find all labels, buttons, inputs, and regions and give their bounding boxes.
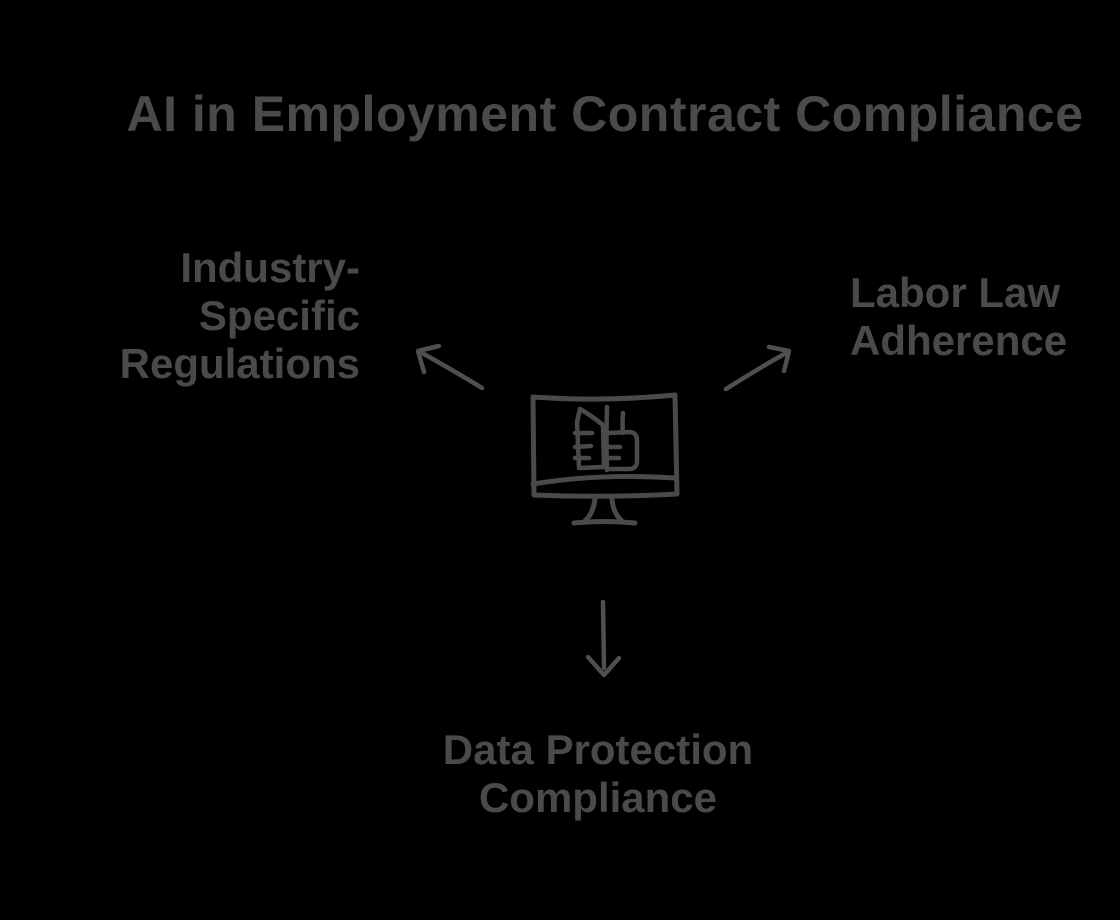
arrow-shaft [600,599,607,671]
monitor-frame [530,392,680,499]
contract-document-icon [572,404,640,473]
arrow-to-labor-law-adherence-icon [723,344,792,392]
node-label-line: Industry- [180,244,360,291]
arrow-shaft [723,350,789,392]
arrow-head [766,344,792,374]
monitor-stand-left [582,496,598,524]
arrow-head [585,654,622,678]
node-label-line: Data Protection [442,726,754,773]
arrow-to-data-protection-compliance-icon [585,599,622,678]
arrow-shaft [419,350,485,391]
arrow-head [415,343,442,375]
node-label-line: Specific [198,292,360,339]
document-spine [604,404,610,473]
node-label-line: Regulations [119,340,360,387]
document-left-page [574,406,607,471]
node-label-line: Labor Law [850,269,1061,316]
connector-arrows [415,343,792,678]
node-label-industry-specific-regulations: Industry- Specific Regulations [120,244,360,388]
node-label-data-protection-compliance: Data Protection Compliance [298,726,898,822]
document-tab [620,410,626,436]
diagram-title: AI in Employment Contract Compliance [126,86,1084,142]
document-right-page [605,429,640,472]
node-label-line: Adherence [850,317,1068,364]
monitor-screen-divider [530,473,679,487]
monitor-stand-right [609,496,625,524]
monitor-base [571,519,638,526]
arrow-to-industry-specific-regulations-icon [415,343,485,391]
node-label-line: Compliance [478,774,718,821]
monitor-icon [530,392,680,526]
document-text-line [572,443,594,450]
node-label-labor-law-adherence: Labor Law Adherence [850,269,1067,365]
